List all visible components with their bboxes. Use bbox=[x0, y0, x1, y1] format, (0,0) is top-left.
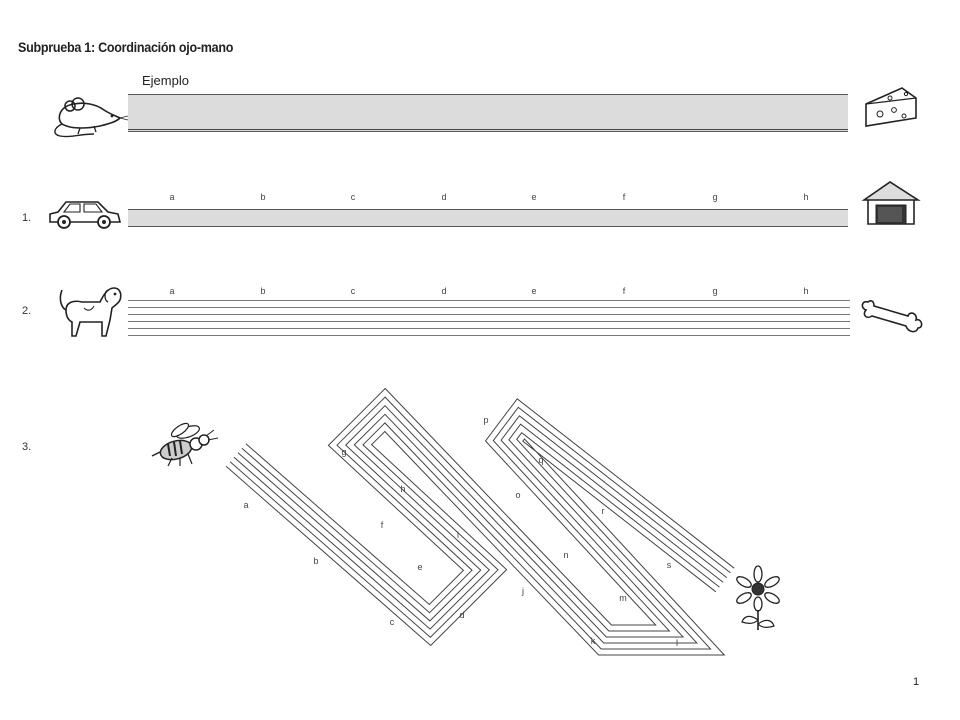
letter-r: r bbox=[601, 506, 605, 516]
flower-icon bbox=[736, 565, 780, 630]
letter-c: c bbox=[350, 192, 356, 202]
maze-lane-line bbox=[237, 404, 728, 638]
letter-f: f bbox=[622, 192, 626, 202]
car-icon bbox=[49, 201, 122, 229]
letter-c: c bbox=[350, 286, 356, 296]
example-path bbox=[128, 94, 848, 132]
letter-c: c bbox=[389, 617, 395, 627]
letter-s: s bbox=[666, 560, 672, 570]
letter-b: b bbox=[260, 286, 266, 296]
letter-k: k bbox=[590, 636, 596, 646]
letter-d: d bbox=[459, 610, 465, 620]
letter-a: a bbox=[169, 286, 175, 296]
letter-o: o bbox=[515, 490, 521, 500]
item-1-letters: a b c d e f g h bbox=[128, 192, 848, 206]
maze-lane-line bbox=[225, 430, 726, 656]
letter-i: i bbox=[457, 530, 459, 540]
letter-l: l bbox=[676, 638, 678, 648]
letter-b: b bbox=[260, 192, 266, 202]
garage-icon bbox=[861, 181, 921, 225]
letter-g: g bbox=[712, 192, 718, 202]
maze-lane-line bbox=[229, 422, 720, 650]
item-number: 1. bbox=[22, 212, 32, 224]
letter-n: n bbox=[563, 550, 569, 560]
letter-f: f bbox=[622, 286, 626, 296]
letter-a: a bbox=[243, 500, 249, 510]
letter-j: j bbox=[522, 586, 524, 596]
letter-g: g bbox=[712, 286, 718, 296]
letter-q: q bbox=[538, 455, 544, 465]
letter-f: f bbox=[380, 520, 384, 530]
item-1-path[interactable] bbox=[128, 209, 848, 227]
mouse-icon bbox=[54, 97, 129, 138]
letter-p: p bbox=[483, 415, 489, 425]
item-2-path[interactable] bbox=[128, 300, 850, 340]
maze-lane-line bbox=[241, 396, 731, 632]
letter-b: b bbox=[313, 556, 319, 566]
item-2-letters: a b c d e f g h bbox=[128, 286, 848, 300]
letter-m: m bbox=[619, 593, 627, 603]
letter-a: a bbox=[169, 192, 175, 202]
bee-icon bbox=[151, 422, 219, 467]
letter-d: d bbox=[441, 192, 447, 202]
letter-h: h bbox=[400, 484, 406, 494]
maze-lane-line bbox=[233, 413, 724, 644]
letter-e: e bbox=[417, 562, 423, 572]
item-number: 3. bbox=[22, 441, 32, 453]
page-number: 1 bbox=[913, 676, 920, 688]
letter-d: d bbox=[441, 286, 447, 296]
item-number: 2. bbox=[22, 305, 32, 317]
example-label: Ejemplo bbox=[142, 73, 189, 88]
letter-g: g bbox=[341, 447, 347, 457]
letter-e: e bbox=[531, 286, 537, 296]
letter-h: h bbox=[803, 286, 809, 296]
bone-icon bbox=[861, 300, 923, 333]
maze-lane-line bbox=[245, 387, 735, 626]
page-title: Subprueba 1: Coordinación ojo-mano bbox=[18, 40, 234, 55]
letter-h: h bbox=[803, 192, 809, 202]
cheese-icon bbox=[865, 87, 917, 127]
letter-e: e bbox=[531, 192, 537, 202]
dog-icon bbox=[59, 287, 122, 337]
